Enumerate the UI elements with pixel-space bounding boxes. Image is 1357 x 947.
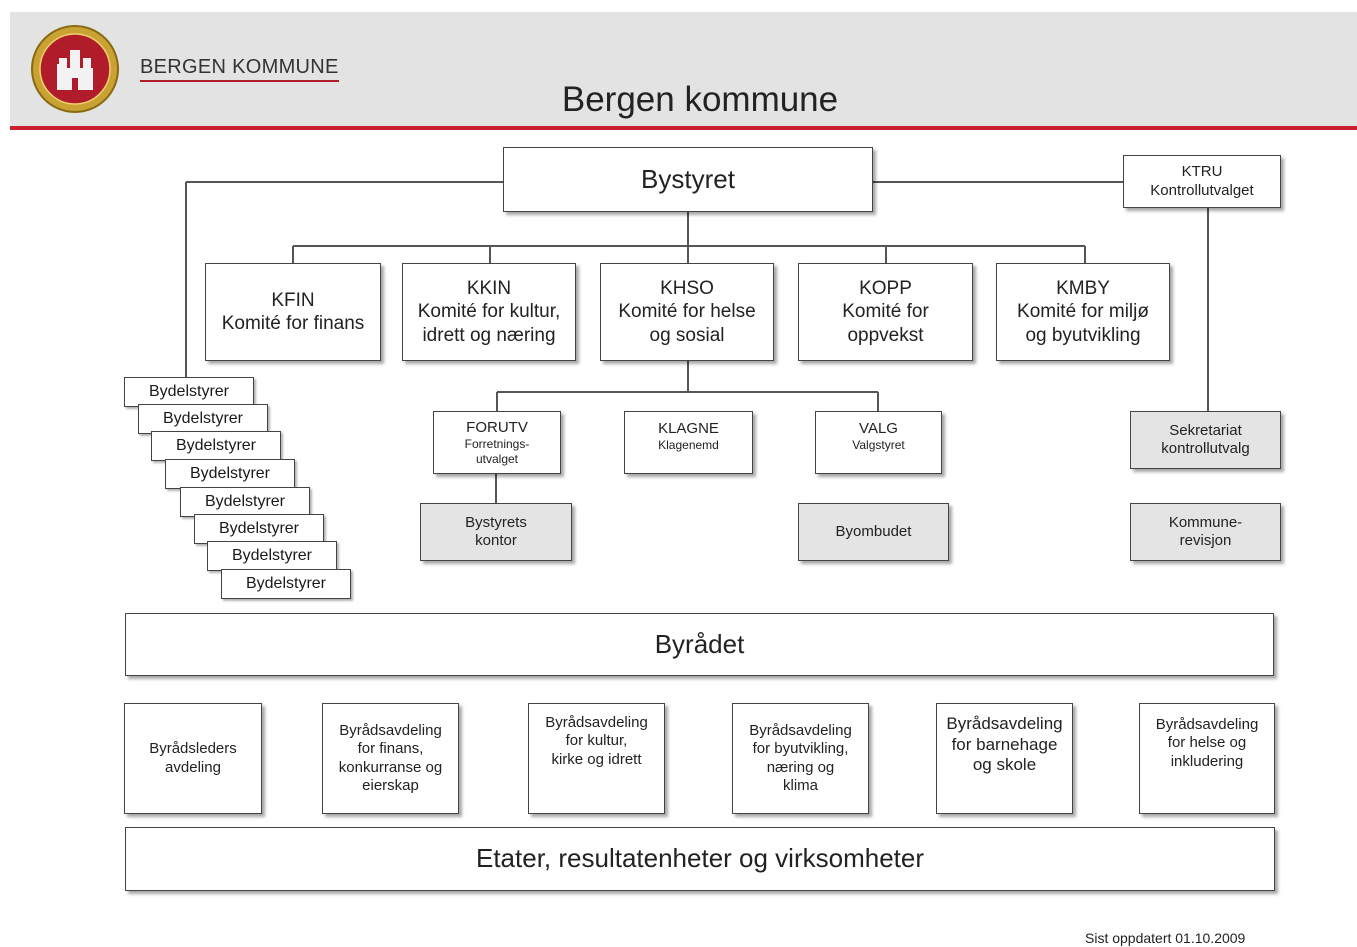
valg-code: VALG	[859, 420, 898, 437]
byombudet-box: Byombudet	[798, 503, 949, 561]
forutv-name: utvalget	[475, 451, 519, 466]
ktru-name: Kontrollutvalget	[1150, 181, 1254, 199]
department-kultur: Byrådsavdeling for kultur, kirke og idre…	[528, 703, 665, 814]
department-byradsleder: Byrådsleders avdeling	[124, 703, 262, 814]
committee-name: og byutvikling	[1025, 324, 1141, 346]
committee-code: KOPP	[859, 278, 912, 300]
committee-code: KFIN	[271, 289, 315, 311]
department-byutvikling: Byrådsavdeling for byutvikling, næring o…	[732, 703, 869, 814]
department-label: Byrådsavdeling	[749, 721, 852, 739]
department-label: for kultur,	[565, 732, 628, 750]
bydelstyre-box: Bydelstyrer	[151, 431, 281, 461]
etater-box: Etater, resultatenheter og virksomheter	[125, 827, 1275, 891]
valg-box: VALG Valgstyret	[815, 411, 942, 474]
department-label: inkludering	[1170, 752, 1244, 770]
department-label: for barnehage	[951, 734, 1058, 754]
committee-code: KKIN	[466, 278, 512, 300]
committee-name: oppvekst	[847, 324, 924, 346]
bystyrets-kontor-label: Bystyrets	[465, 513, 527, 531]
klagne-name: Klagenemd	[658, 438, 719, 453]
ktru-box: KTRU Kontrollutvalget	[1123, 155, 1281, 208]
bydelstyre-box: Bydelstyrer	[221, 569, 351, 599]
kommunerevisjon-box: Kommune- revisjon	[1130, 503, 1281, 561]
committee-code: KHSO	[660, 278, 714, 300]
department-label: Byrådsavdeling	[1155, 716, 1259, 733]
committee-name: Komité for	[842, 301, 929, 323]
byradet-label: Byrådet	[654, 628, 745, 659]
bydelstyre-box: Bydelstyrer	[180, 487, 310, 517]
last-updated-note: Sist oppdatert 01.10.2009	[1085, 930, 1246, 946]
header-banner	[10, 12, 1357, 126]
committee-khso: KHSO Komité for helse og sosial	[600, 263, 774, 361]
brand-name: BERGEN KOMMUNE	[140, 56, 339, 82]
department-label: for finans,	[357, 740, 424, 758]
department-finans: Byrådsavdeling for finans, konkurranse o…	[322, 703, 459, 814]
sekretariat-label: Sekretariat	[1169, 421, 1242, 439]
department-label: Byrådsavdeling	[946, 714, 1063, 733]
page-title: Bergen kommune	[561, 80, 839, 119]
department-label: kirke og idrett	[551, 750, 642, 768]
byombudet-label: Byombudet	[835, 522, 912, 540]
forutv-box: FORUTV Forretnings- utvalget	[433, 411, 561, 474]
etater-label: Etater, resultatenheter og virksomheter	[475, 843, 924, 874]
department-label: Byrådsavdeling	[545, 714, 648, 731]
committee-kmby: KMBY Komité for miljø og byutvikling	[996, 263, 1170, 361]
department-helse: Byrådsavdeling for helse og inkludering	[1139, 703, 1275, 814]
committee-name: Komité for finans	[221, 313, 365, 334]
committee-kfin: KFIN Komité for finans	[205, 263, 381, 361]
department-barnehage: Byrådsavdeling for barnehage og skole	[936, 703, 1073, 814]
bydelstyre-box: Bydelstyrer	[207, 541, 337, 571]
department-label: konkurranse og	[338, 758, 443, 776]
ktru-code: KTRU	[1181, 163, 1223, 181]
department-label: næring og	[766, 758, 835, 776]
department-label: og skole	[972, 755, 1037, 775]
committee-name: Komité for helse	[618, 301, 756, 323]
header-divider	[10, 126, 1357, 130]
bystyrets-kontor-box: Bystyrets kontor	[420, 503, 572, 561]
department-label: klima	[782, 776, 818, 794]
department-label: avdeling	[165, 758, 221, 776]
committee-name: Komité for miljø	[1017, 301, 1149, 323]
department-label: for byutvikling,	[752, 740, 849, 758]
kommunerevisjon-label: revisjon	[1179, 532, 1232, 549]
forutv-code: FORUTV	[466, 418, 528, 436]
sekretariat-label: kontrollutvalg	[1161, 440, 1250, 457]
byradet-box: Byrådet	[125, 613, 1274, 676]
committee-name: Komité for kultur,	[417, 301, 561, 323]
committee-kopp: KOPP Komité for oppvekst	[798, 263, 973, 361]
bydelstyre-box: Bydelstyrer	[124, 377, 254, 407]
department-label: for helse og	[1167, 734, 1247, 752]
bergen-coat-of-arms-icon	[31, 25, 119, 113]
kommunerevisjon-label: Kommune-	[1168, 513, 1243, 531]
klagne-box: KLAGNE Klagenemd	[624, 411, 753, 474]
bystyret-box: Bystyret	[503, 147, 873, 212]
department-label: Byrådsavdeling	[339, 721, 442, 739]
bydelstyre-box: Bydelstyrer	[194, 514, 324, 544]
committee-name: og sosial	[649, 324, 725, 346]
sekretariat-box: Sekretariat kontrollutvalg	[1130, 411, 1281, 469]
department-label: Byrådsleders	[149, 740, 237, 758]
committee-code: KMBY	[1056, 278, 1110, 300]
valg-name: Valgstyret	[852, 438, 905, 453]
bystyret-label: Bystyret	[641, 163, 735, 194]
committee-name: idrett og næring	[422, 324, 556, 346]
bydelstyre-box: Bydelstyrer	[138, 404, 268, 434]
bystyrets-kontor-label: kontor	[475, 532, 517, 549]
forutv-name: Forretnings-	[464, 437, 530, 452]
klagne-code: KLAGNE	[658, 420, 719, 437]
committee-kkin: KKIN Komité for kultur, idrett og næring	[402, 263, 576, 361]
bydelstyre-box: Bydelstyrer	[165, 459, 295, 489]
department-label: eierskap	[362, 776, 419, 794]
